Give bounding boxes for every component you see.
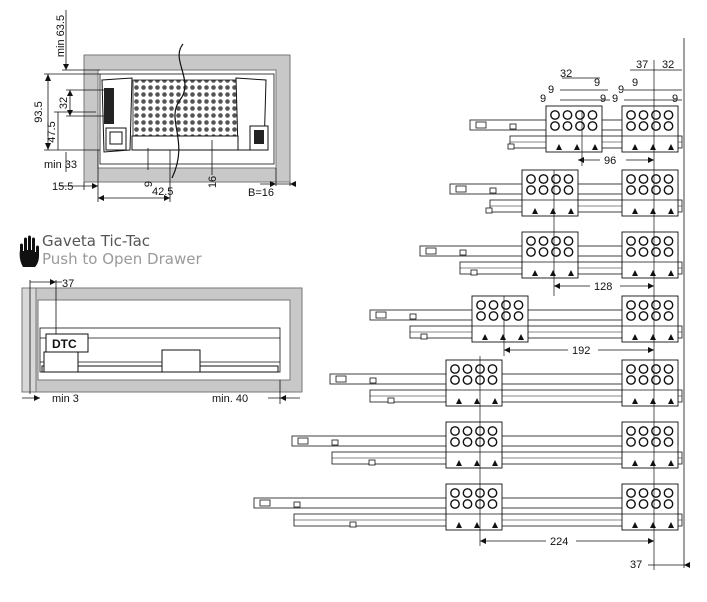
push-latch-left <box>43 351 79 373</box>
dim-bottom-37: 37 <box>630 559 642 571</box>
push-view: DTC 37 min 3 min. 40 <box>21 278 303 405</box>
spacing-96: 96 <box>604 155 616 167</box>
latch-block-back <box>621 231 679 279</box>
latch-block-back <box>621 483 679 531</box>
latch-block-front <box>445 483 503 531</box>
dim-height-mid: 32 <box>58 97 70 109</box>
spacing-128: 128 <box>594 281 612 293</box>
dim-width-a: 9 <box>143 181 155 187</box>
dim-height-total: 93.5 <box>33 101 45 122</box>
dim-min-bottom: min 33 <box>44 159 77 171</box>
break-line <box>171 43 186 179</box>
dim-9-d: 9 <box>600 93 606 105</box>
mesh-panel <box>132 79 252 137</box>
section-view: min 63.5 93.5 32 47.5 min 33 15.5 9 42.5… <box>33 10 296 202</box>
dim-width-b: 42.5 <box>152 186 173 198</box>
dim-9-h: 9 <box>672 93 678 105</box>
dim-min-3: min 3 <box>52 393 79 405</box>
dim-32-left: 32 <box>560 68 572 80</box>
push-latch-right <box>161 349 201 373</box>
latch-block-front <box>545 105 603 153</box>
latch-block-front <box>521 169 579 217</box>
dim-9-c: 9 <box>540 93 546 105</box>
latch-block-front <box>445 421 503 469</box>
heading: Gaveta Tic-Tac Push to Open Drawer <box>42 232 202 268</box>
runner-view <box>253 60 683 570</box>
heading-title: Gaveta Tic-Tac <box>42 232 151 250</box>
latch-block-back <box>621 105 679 153</box>
spacing-224: 224 <box>550 536 568 548</box>
latch-block-back <box>621 295 679 343</box>
dim-32-right: 32 <box>662 59 674 71</box>
dim-board: B=16 <box>248 187 274 199</box>
latch-block-front <box>521 231 579 279</box>
brand-label: DTC <box>52 337 77 351</box>
dim-9-e: 9 <box>632 77 638 89</box>
latch-block-back <box>621 359 679 407</box>
latch-block-back <box>621 421 679 469</box>
dim-9-b: 9 <box>594 77 600 89</box>
latch-block-front <box>445 359 503 407</box>
dim-9-a: 9 <box>548 84 554 96</box>
dim-height-low: 47.5 <box>46 121 58 142</box>
dim-9-g: 9 <box>612 93 618 105</box>
latch-block-back <box>621 169 679 217</box>
hand-stop-icon <box>18 234 40 268</box>
dim-width-c: 16 <box>207 176 219 188</box>
dim-min-top: min 63.5 <box>55 15 67 57</box>
dim-offset-left: 15.5 <box>52 181 73 193</box>
dim-min-40: min. 40 <box>212 393 248 405</box>
dim-9-f: 9 <box>618 84 624 96</box>
latch-block-front <box>471 295 529 343</box>
spacing-192: 192 <box>572 345 590 357</box>
dim-37-top: 37 <box>636 59 648 71</box>
heading-subtitle: Push to Open Drawer <box>42 250 202 268</box>
dim-top-37: 37 <box>62 278 74 290</box>
